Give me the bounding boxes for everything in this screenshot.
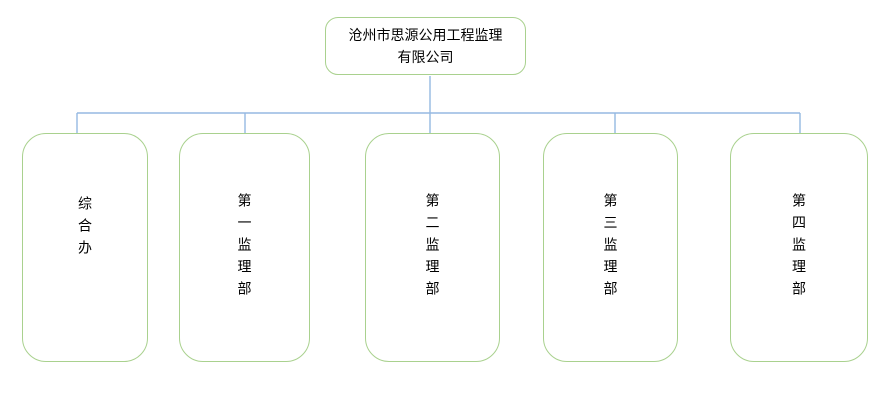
org-node-supervision-dept-3: 第三监理部 <box>543 133 678 362</box>
dept-label-supervision-dept-1: 第一监理部 <box>236 192 253 303</box>
dept-label-supervision-dept-2: 第二监理部 <box>424 192 441 303</box>
dept-label-supervision-dept-3: 第三监理部 <box>602 192 619 303</box>
company-name-line2: 有限公司 <box>397 49 454 65</box>
company-name-line1: 沧州市思源公用工程监理 <box>348 27 503 43</box>
dept-label-supervision-dept-4: 第四监理部 <box>791 192 807 303</box>
org-node-supervision-dept-1: 第一监理部 <box>179 133 310 362</box>
org-node-general-office: 综合办 <box>22 133 148 362</box>
org-node-company: 沧州市思源公用工程监理 有限公司 <box>325 17 526 75</box>
dept-label-general-office: 综合办 <box>77 195 93 262</box>
org-node-supervision-dept-4: 第四监理部 <box>730 133 868 362</box>
org-node-supervision-dept-2: 第二监理部 <box>365 133 500 362</box>
